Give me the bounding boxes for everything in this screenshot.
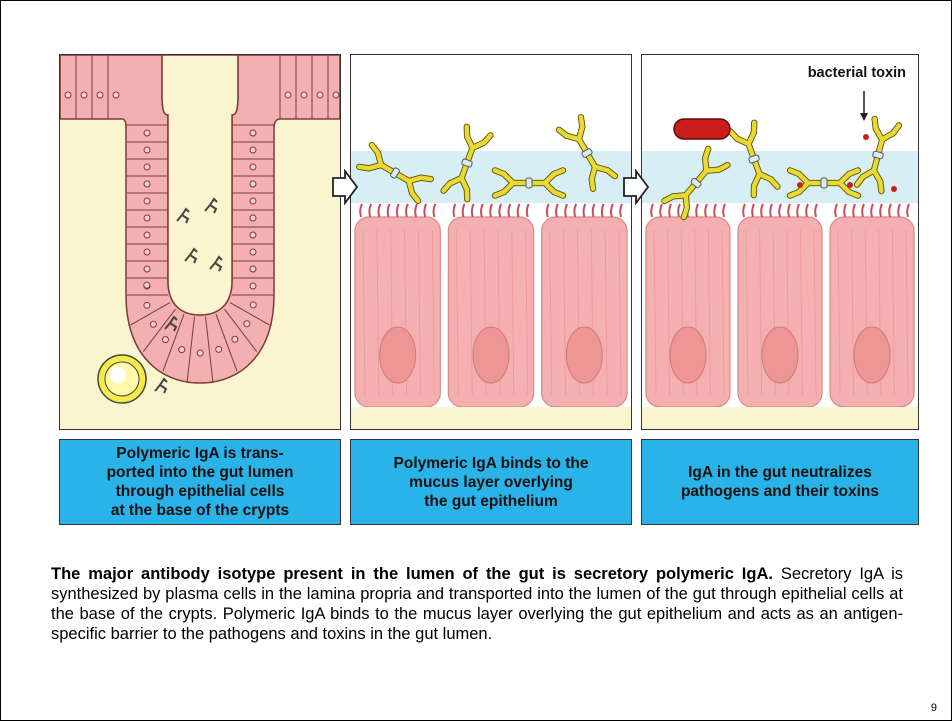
page-number: 9 (931, 702, 937, 714)
panel-mucus (350, 54, 632, 430)
caption-line: IgA in the gut neutralizes (681, 463, 879, 482)
panel-crypt (59, 54, 341, 430)
caption-mucus: Polymeric IgA binds to the mucus layer o… (350, 439, 632, 525)
mucus-illustration (351, 55, 631, 429)
caption-neutralize: IgA in the gut neutralizes pathogens and… (641, 439, 919, 525)
neutralize-illustration (642, 55, 918, 429)
crypt-illustration (60, 55, 340, 429)
caption-line: mucus layer overlying (394, 473, 589, 492)
caption-line: at the base of the crypts (107, 501, 294, 520)
arrow-right-icon (622, 169, 650, 205)
figure: bacterial toxin Polymeric IgA is trans- … (59, 54, 919, 524)
body-paragraph: The major antibody isotype present in th… (51, 564, 903, 644)
caption-line: Polymeric IgA is trans- (107, 444, 294, 463)
arrow-right-icon (331, 169, 359, 205)
caption-line: ported into the gut lumen (107, 463, 294, 482)
caption-line: Polymeric IgA binds to the (394, 454, 589, 473)
caption-crypt: Polymeric IgA is trans- ported into the … (59, 439, 341, 525)
toxin-rod (674, 119, 730, 139)
panel-neutralize: bacterial toxin (641, 54, 919, 430)
caption-line: the gut epithelium (394, 492, 589, 511)
caption-line: through epithelial cells (107, 482, 294, 501)
bacterial-toxin-label: bacterial toxin (808, 65, 906, 81)
bold-lead: The major antibody isotype present in th… (51, 565, 773, 583)
caption-line: pathogens and their toxins (681, 482, 879, 501)
